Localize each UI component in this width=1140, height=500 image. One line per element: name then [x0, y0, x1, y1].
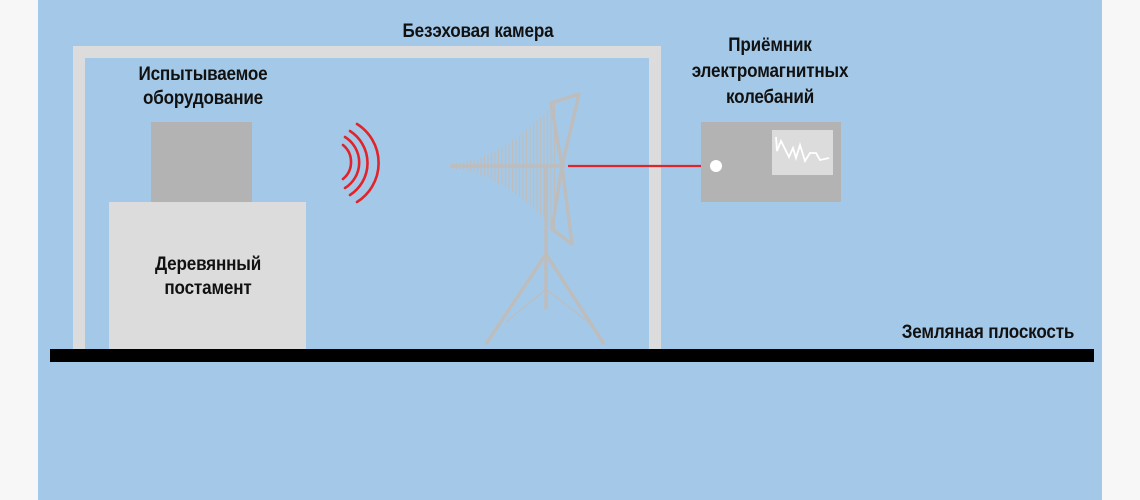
wooden-pedestal: [109, 202, 306, 350]
receiver-label-line3: колебаний: [725, 87, 815, 108]
chamber-label: Безэховая камера: [402, 21, 554, 42]
equipment-label-line2: оборудование: [142, 88, 264, 109]
antenna-icon: [450, 92, 606, 345]
equipment-under-test: [151, 122, 252, 202]
pedestal-label-line2: постамент: [164, 278, 252, 299]
ground-plane: [50, 349, 1094, 362]
equipment-label: Испытываемое оборудование: [109, 63, 298, 111]
input-port: [710, 160, 722, 172]
receiver-label-line2: электромагнитных: [691, 61, 849, 82]
receiver-device: [701, 122, 841, 202]
ground-label: Земляная плоскость: [901, 322, 1075, 343]
emission-waves-icon: [341, 122, 380, 204]
pedestal-label: Деревянный постамент: [118, 253, 298, 301]
receiver-label: Приёмник электромагнитных колебаний: [671, 33, 869, 111]
anechoic-chamber: [73, 46, 661, 350]
waveform-icon: [775, 136, 830, 164]
equipment-label-line1: Испытываемое: [138, 64, 268, 85]
receiver-label-line1: Приёмник: [728, 35, 812, 56]
pedestal-label-line1: Деревянный: [154, 254, 262, 275]
